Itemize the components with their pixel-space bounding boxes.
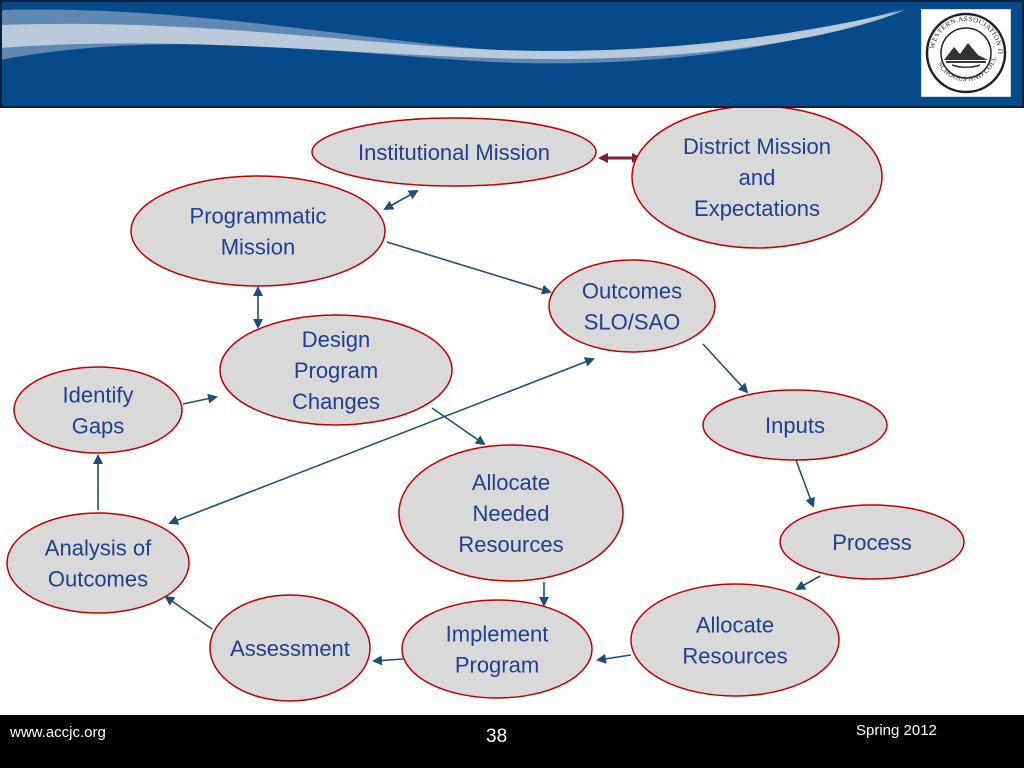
node-allocate-resources-label-line: Resources [682,644,787,669]
arrow-inputs-to-process [795,459,815,508]
node-analysis-of-outcomes-label-line: Analysis of [45,536,152,561]
node-outcomes-shape [548,259,716,353]
node-design-program-changes-label-line: Design [302,327,370,352]
planning-cycle-diagram: Institutional Mission District Mission and… [6,108,965,702]
node-programmatic-mission-shape [130,175,386,287]
wasc-seal-icon: WESTERN ASSOCIATION OF SCHOOLS AND COLLE… [919,4,1007,94]
node-identify-gaps-label-line: Identify [63,383,134,408]
node-process: Process [779,504,965,580]
node-institutional-mission-shape [311,117,597,187]
node-assessment-shape [209,594,371,702]
node-design-program-changes-shape [219,314,453,426]
arrow-assessment-to-analysis-of-outcomes [164,595,213,630]
node-allocate-needed-resources-label-line: Needed [472,501,549,526]
node-design-program-changes-label-line: Changes [292,389,380,414]
arrow-implement-program-to-assessment [372,655,404,666]
node-institutional-mission: Institutional Mission [311,117,597,187]
node-district-mission-shape [631,108,883,249]
node-district-mission-label-line: Expectations [694,196,820,221]
node-analysis-of-outcomes-label-line: Outcomes [48,567,148,592]
node-outcomes-label-line: Outcomes [582,279,682,304]
footer-term: Spring 2012 [856,722,937,739]
node-institutional-mission-label-line: Institutional Mission [358,140,550,165]
node-programmatic-mission-label-line: Mission [221,235,296,260]
node-inputs-label-line: Inputs [765,413,825,438]
node-implement-program-label-line: Program [455,653,539,678]
node-identify-gaps-shape [13,366,183,454]
node-analysis-of-outcomes-shape [6,512,190,614]
header-frame [0,0,1024,108]
node-identify-gaps-label-line: Gaps [72,414,125,439]
footer-website: www.accjc.org [10,724,106,741]
wasc-logo: WESTERN ASSOCIATION OF SCHOOLS AND COLLE… [919,4,1011,97]
node-assessment: Assessment [209,594,371,702]
header-swoosh-silver [0,10,905,60]
footer-bar: www.accjc.org 38 Spring 2012 [0,715,1024,768]
node-inputs: Inputs [702,389,888,461]
node-assessment-label-line: Assessment [230,636,350,661]
diagram-nodes: Institutional Mission District Mission and… [6,108,965,702]
arrow-identify-gaps-to-design-program-changes [182,393,218,405]
diagram-arrows [93,153,821,666]
node-district-mission-label-line: District Mission [683,134,831,159]
node-district-mission-label-line: and [739,165,776,190]
node-design-program-changes-label-line: Program [294,358,378,383]
arrow-programmatic-mission-to-outcomes [386,241,552,295]
arrow-outcomes-to-inputs [702,343,749,394]
node-inputs-shape [702,389,888,461]
node-analysis-of-outcomes: Analysis of Outcomes [6,512,190,614]
node-allocate-resources-label-line: Allocate [696,613,774,638]
node-programmatic-mission-label-line: Programmatic [190,204,327,229]
arrow-process-to-allocate-resources [795,575,821,590]
node-process-label-line: Process [832,530,911,555]
arrow-analysis-of-outcomes-to-outcomes [168,357,595,525]
header-banner [0,0,1024,108]
node-outcomes-label-line: SLO/SAO [584,310,681,335]
node-allocate-needed-resources-shape [398,444,624,582]
node-allocate-needed-resources-label-line: Resources [458,532,563,557]
node-allocate-resources-shape [630,583,840,697]
node-implement-program-shape [401,599,593,699]
node-allocate-needed-resources-label-line: Allocate [472,470,550,495]
arrow-programmatic-mission-to-institutional-mission [383,190,419,210]
node-process-shape [779,504,965,580]
node-implement-program-label-line: Implement [446,622,549,647]
arrow-allocate-resources-to-implement-program [596,653,632,664]
arrow-design-program-changes-to-allocate-needed-resources [431,407,486,446]
footer-page-number: 38 [486,726,508,747]
